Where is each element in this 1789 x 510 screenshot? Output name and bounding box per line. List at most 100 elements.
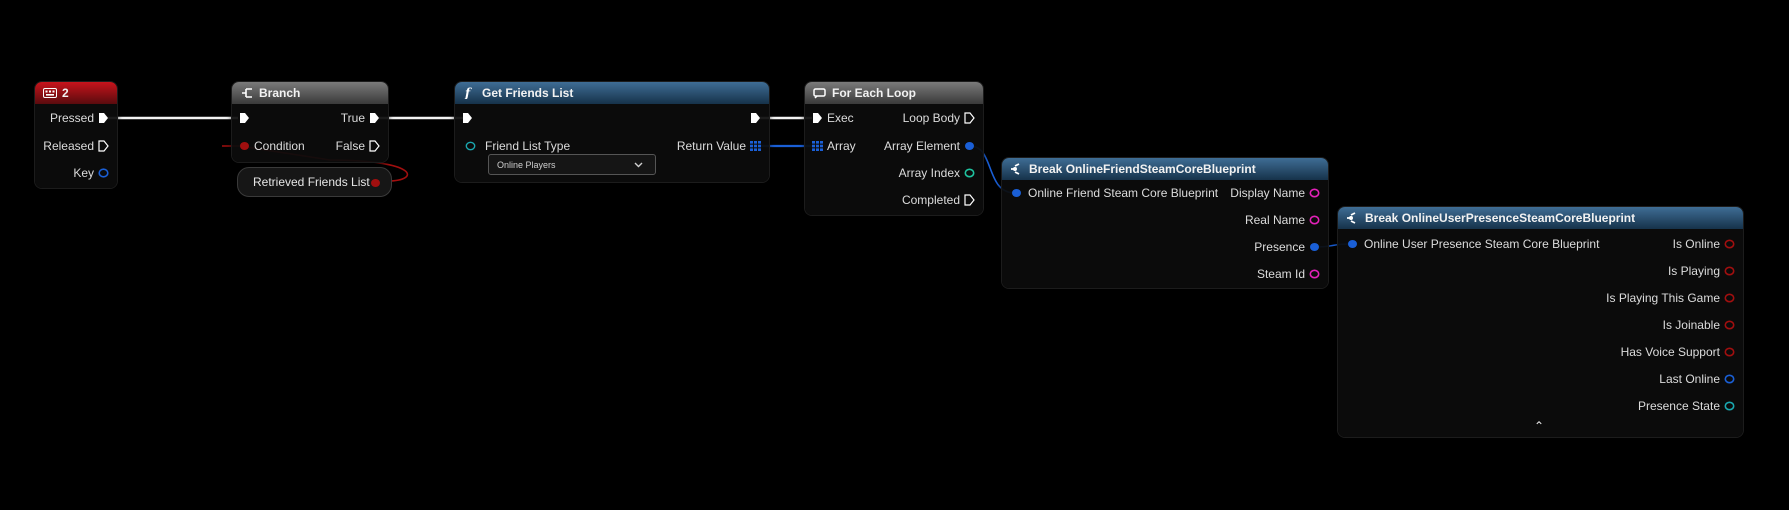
pin-row-condition[interactable]: Condition: [239, 138, 309, 154]
string-pin-icon[interactable]: [1309, 188, 1320, 198]
pin-row-getfriends-exec-out[interactable]: [750, 110, 761, 126]
enum-pin-icon[interactable]: [1724, 401, 1735, 411]
pin-row-branch-exec[interactable]: [239, 110, 250, 126]
enum-pin-icon[interactable]: [465, 141, 476, 151]
pin-label-exec: Exec: [827, 111, 854, 125]
struct-pin-icon[interactable]: [1724, 374, 1735, 384]
exec-pin-icon[interactable]: [239, 112, 250, 124]
for-each-loop-header[interactable]: For Each Loop: [805, 82, 983, 104]
string-pin-icon[interactable]: [1309, 215, 1320, 225]
pin-row-exec[interactable]: Exec: [812, 110, 858, 126]
exec-pin-icon[interactable]: [750, 112, 761, 124]
bool-pin-icon[interactable]: [1724, 239, 1735, 249]
key-event-title: 2: [62, 86, 69, 100]
pin-row-array[interactable]: Array: [812, 138, 860, 154]
pin-row-loop-body[interactable]: Loop Body: [899, 110, 975, 126]
bool-pin-icon[interactable]: [370, 178, 381, 188]
key-event-node[interactable]: 2 Pressed Released Key: [35, 82, 117, 188]
array-pin-icon[interactable]: [812, 141, 823, 151]
exec-pin-icon[interactable]: [964, 194, 975, 206]
pin-row-true[interactable]: True: [337, 110, 380, 126]
struct-pin-icon[interactable]: [1347, 239, 1358, 249]
get-friends-list-node[interactable]: f Get Friends List Friend List Type Onli…: [455, 82, 769, 182]
pin-row-presence-state[interactable]: Presence State: [1634, 398, 1735, 414]
pin-label-released: Released: [43, 139, 94, 153]
pin-label-is-playing-this-game: Is Playing This Game: [1606, 291, 1720, 305]
struct-pin-icon[interactable]: [964, 141, 975, 151]
break-online-user-presence-header[interactable]: Break OnlineUserPresenceSteamCoreBluepri…: [1338, 207, 1743, 229]
branch-header[interactable]: Branch: [232, 82, 388, 104]
exec-pin-icon[interactable]: [812, 112, 823, 124]
branch-title: Branch: [259, 86, 301, 100]
array-pin-icon[interactable]: [750, 141, 761, 151]
friend-list-type-dropdown[interactable]: Online Players: [488, 154, 656, 175]
pin-label-array: Array: [827, 139, 856, 153]
pin-row-getfriends-exec-in[interactable]: [462, 110, 473, 126]
pin-label-is-online: Is Online: [1672, 237, 1720, 251]
pin-row-has-voice-support[interactable]: Has Voice Support: [1617, 344, 1735, 360]
pin-row-steam-id[interactable]: Steam Id: [1253, 266, 1320, 282]
variable-label: Retrieved Friends List: [253, 175, 370, 189]
pin-row-false[interactable]: False: [332, 138, 380, 154]
for-each-loop-node[interactable]: For Each Loop Exec Array Loop Body Array…: [805, 82, 983, 215]
bool-pin-icon[interactable]: [1724, 320, 1735, 330]
exec-pin-icon[interactable]: [98, 140, 109, 152]
pin-row-real-name[interactable]: Real Name: [1241, 212, 1320, 228]
pin-row-friend-list-type[interactable]: Friend List Type: [465, 138, 574, 154]
pin-row-released[interactable]: Released: [39, 138, 109, 154]
pin-label-is-joinable: Is Joinable: [1662, 318, 1720, 332]
bool-pin-icon[interactable]: [1724, 347, 1735, 357]
pin-label-true: True: [340, 111, 365, 125]
int-pin-icon[interactable]: [964, 168, 975, 178]
pin-row-display-name[interactable]: Display Name: [1226, 185, 1320, 201]
bool-pin-icon[interactable]: [1724, 293, 1735, 303]
collapse-toggle[interactable]: ⌃: [1534, 419, 1545, 433]
string-pin-icon[interactable]: [1309, 269, 1320, 279]
branch-icon: [242, 88, 252, 98]
pin-row-array-index[interactable]: Array Index: [895, 165, 975, 181]
pin-label-condition: Condition: [254, 139, 305, 153]
struct-pin-icon[interactable]: [1011, 188, 1022, 198]
pin-label-online-friend-input: Online Friend Steam Core Blueprint: [1028, 186, 1219, 200]
exec-pin-icon[interactable]: [462, 112, 473, 124]
bool-pin-icon[interactable]: [1724, 266, 1735, 276]
pin-label-user-presence-input: Online User Presence Steam Core Blueprin…: [1364, 237, 1600, 251]
pin-row-user-presence-input[interactable]: Online User Presence Steam Core Blueprin…: [1347, 236, 1603, 252]
break-online-friend-header[interactable]: Break OnlineFriendSteamCoreBlueprint: [1002, 158, 1328, 180]
exec-pin-icon[interactable]: [98, 112, 109, 124]
break-online-friend-node[interactable]: Break OnlineFriendSteamCoreBlueprint Onl…: [1002, 158, 1328, 288]
pin-label-is-playing: Is Playing: [1667, 264, 1720, 278]
pin-row-array-element[interactable]: Array Element: [880, 138, 975, 154]
bool-pin-icon[interactable]: [239, 141, 250, 151]
pin-row-is-online[interactable]: Is Online: [1669, 236, 1735, 252]
for-each-loop-title: For Each Loop: [832, 86, 916, 100]
break-online-user-presence-node[interactable]: Break OnlineUserPresenceSteamCoreBluepri…: [1338, 207, 1743, 437]
get-friends-list-header[interactable]: f Get Friends List: [455, 82, 769, 104]
exec-pin-icon[interactable]: [964, 112, 975, 124]
function-icon: f: [464, 87, 472, 99]
retrieved-friends-list-variable[interactable]: Retrieved Friends List: [237, 167, 392, 197]
pin-row-is-playing[interactable]: Is Playing: [1664, 263, 1735, 279]
key-event-header[interactable]: 2: [35, 82, 117, 104]
struct-pin-icon[interactable]: [1309, 242, 1320, 252]
pin-label-return-value: Return Value: [676, 139, 746, 153]
pin-label-array-element: Array Element: [883, 139, 960, 153]
pin-row-completed[interactable]: Completed: [898, 192, 975, 208]
pin-label-false: False: [335, 139, 365, 153]
pin-row-key[interactable]: Key: [69, 165, 109, 181]
pin-label-real-name: Real Name: [1244, 213, 1305, 227]
keyboard-icon: [43, 88, 57, 98]
exec-pin-icon[interactable]: [369, 140, 380, 152]
pin-row-online-friend-input[interactable]: Online Friend Steam Core Blueprint: [1011, 185, 1222, 201]
pin-row-is-joinable[interactable]: Is Joinable: [1659, 317, 1735, 333]
pin-label-last-online: Last Online: [1659, 372, 1720, 386]
pin-row-pressed[interactable]: Pressed: [46, 110, 109, 126]
pin-label-presence-state: Presence State: [1637, 399, 1720, 413]
pin-row-last-online[interactable]: Last Online: [1655, 371, 1735, 387]
pin-row-presence[interactable]: Presence: [1250, 239, 1320, 255]
pin-row-return-value[interactable]: Return Value: [673, 138, 761, 154]
branch-node[interactable]: Branch Condition True False: [232, 82, 388, 162]
struct-pin-icon[interactable]: [98, 168, 109, 178]
pin-row-is-playing-this-game[interactable]: Is Playing This Game: [1602, 290, 1735, 306]
exec-pin-icon[interactable]: [369, 112, 380, 124]
